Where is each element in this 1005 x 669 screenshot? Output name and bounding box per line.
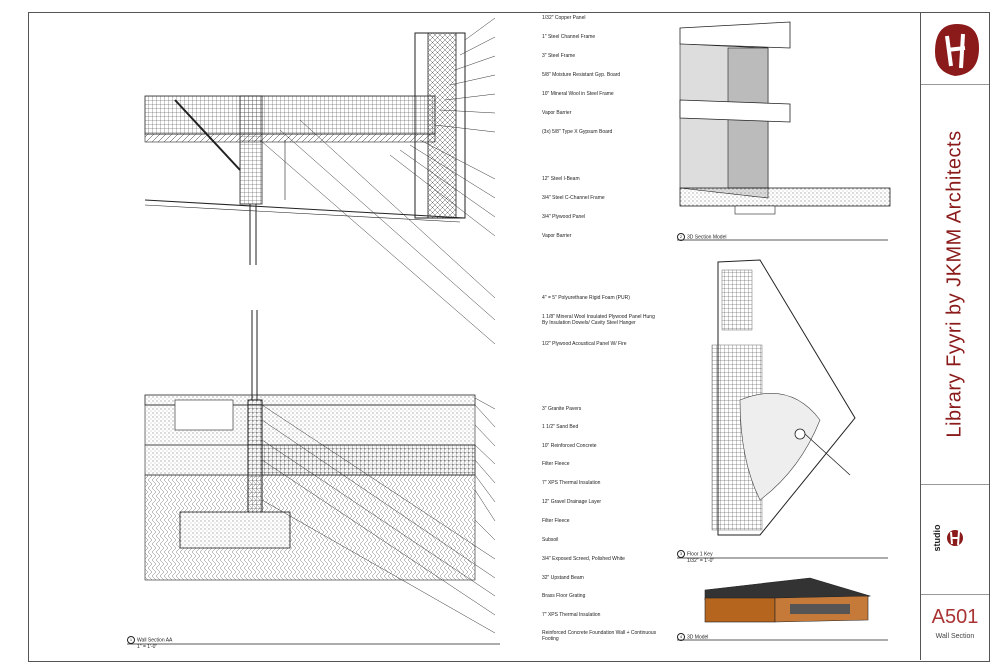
firm-logo — [921, 12, 989, 85]
view-scale: 1/32" = 1'-0" — [687, 558, 715, 564]
callout-label: 1" Steel Channel Frame — [542, 34, 596, 40]
callout-label: 1/2" Plywood Acoustical Panel W/ Fire — [542, 341, 627, 347]
view-number: 3 — [677, 550, 685, 558]
callout-label: Brass Floor Grating — [542, 593, 586, 599]
callout-label: 12" Steel I-Beam — [542, 176, 580, 182]
callout-label: 3/4" Plywood Panel — [542, 214, 586, 220]
callout-label: Subsoil — [542, 537, 559, 543]
callout-label: 1 1/8" Mineral Wool Insulated Plywood Pa… — [542, 314, 655, 326]
section-model-graphic — [679, 21, 891, 215]
callout-label: Vapor Barrier — [542, 233, 572, 239]
sheet-number: A501 — [931, 606, 979, 628]
callout-label: 32" Upstand Beam — [542, 575, 584, 581]
callout-label: 4" = 5" Polyurethane Rigid Foam (PUR) — [542, 295, 630, 301]
view-number: 2 — [677, 233, 685, 241]
callout-label: 1/32" Copper Panel — [542, 15, 586, 21]
callout-label: 12" Gravel Drainage Layer — [542, 499, 602, 505]
sheet-title: Wall Section — [935, 633, 975, 640]
callout-label: 7" XPS Thermal Insulation — [542, 480, 601, 486]
view-title-text: 3D Model — [687, 634, 709, 641]
callout-label: 10" Mineral Wool in Steel Frame — [542, 91, 614, 97]
callout-label: 3/4" Exposed Screed, Polished White — [542, 556, 625, 562]
callout-label: 10" Reinforced Concrete — [542, 443, 597, 449]
view-scale: 1" = 1'-0" — [137, 644, 158, 650]
project-title-block: Library Fyyri by JKMM Architects — [921, 84, 989, 485]
building-3d-graphic — [704, 577, 872, 623]
view-number: 4 — [677, 633, 685, 641]
callout-label: Filter Fleece — [542, 518, 570, 524]
floor-plan-graphic — [711, 259, 856, 536]
view-title-text: Floor 1 Key — [687, 551, 713, 558]
callout-label: 7" XPS Thermal Insulation — [542, 612, 601, 618]
view-title-text: Wall Section AA — [137, 637, 173, 644]
sheet-number-block: A501 Wall Section — [921, 594, 989, 660]
title-block: Library Fyyri by JKMM Architects studio … — [920, 12, 989, 660]
callout-label: 3/4" Steel C-Channel Frame — [542, 195, 605, 201]
upper-wall-section — [144, 32, 466, 265]
callout-label: Filter Fleece — [542, 461, 570, 467]
callout-label: Vapor Barrier — [542, 110, 572, 116]
callout-label: 3" Granite Pavers — [542, 406, 582, 412]
project-title: Library Fyyri by JKMM Architects — [943, 130, 966, 438]
callout-label: 5/8" Moisture Resistant Gyp. Board — [542, 72, 621, 78]
studio-name: studio — [932, 524, 942, 552]
callout-label: (3x) 5/8" Type X Gypsum Board — [542, 129, 613, 135]
callout-label: 1 1/2" Sand Bed — [542, 424, 579, 430]
foundation-section — [144, 310, 476, 581]
callout-label: 3" Steel Frame — [542, 53, 576, 59]
leader-lines — [259, 17, 496, 634]
callout-label: Reinforced Concrete Foundation Wall + Co… — [542, 630, 657, 642]
view-number: 1 — [127, 636, 135, 644]
view-title-text: 3D Section Model — [687, 234, 727, 241]
studio-mark: studio — [921, 484, 989, 595]
